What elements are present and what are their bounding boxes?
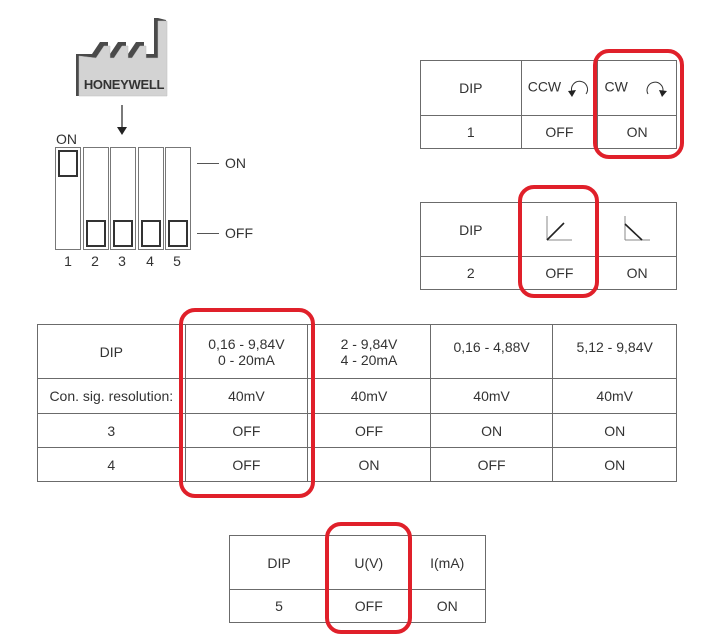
cell: 1	[420, 115, 522, 149]
cell: ON	[429, 413, 554, 448]
cell: OFF	[520, 256, 599, 290]
dip-switch-5[interactable]	[165, 147, 191, 250]
dip-switch-2[interactable]	[83, 147, 109, 250]
dip-switch-3[interactable]	[110, 147, 136, 250]
cell: ON	[552, 413, 677, 448]
cell: 3	[37, 413, 186, 448]
header-falling-slope	[597, 202, 677, 257]
cell: ON	[597, 115, 677, 149]
header-dip: DIP	[37, 324, 186, 379]
rotate-cw-icon	[646, 81, 667, 97]
header-dip: DIP	[420, 60, 522, 116]
cell: ON	[552, 447, 677, 482]
dip34-signal-table: DIP 0,16 - 9,84V 0 - 20mA 2 - 9,84V 4 - …	[37, 324, 677, 482]
off-legend-label: OFF	[225, 225, 253, 241]
dip-switch-1[interactable]	[55, 147, 81, 250]
factory-logo: HONEYWELL	[74, 16, 170, 98]
header-ccw: CCW	[520, 60, 599, 116]
dip-switch-4[interactable]	[138, 147, 164, 250]
switch-number: 3	[118, 253, 126, 269]
cell: OFF	[328, 589, 410, 623]
switch-knob	[58, 150, 78, 177]
switch-number: 4	[146, 253, 154, 269]
switch-1-on-label: ON	[56, 131, 77, 147]
factory-icon	[76, 18, 168, 97]
factory-label: HONEYWELL	[83, 77, 165, 92]
off-legend-line	[197, 233, 219, 234]
cell: ON	[307, 447, 431, 482]
on-legend-line	[197, 163, 219, 164]
cell: ON	[408, 589, 486, 623]
cell: OFF	[429, 447, 554, 482]
header-dip: DIP	[228, 535, 330, 590]
switch-knob	[86, 220, 106, 247]
dip1-rotation-table: DIP CCW CW 1 OFF ON	[420, 60, 677, 149]
dip2-slope-table: DIP 2 OFF ON	[420, 202, 677, 290]
cell: Con. sig. resolution:	[37, 378, 186, 414]
switch-number: 5	[173, 253, 181, 269]
switch-number: 2	[91, 253, 99, 269]
falling-slope-icon	[624, 216, 651, 241]
cell: 40mV	[429, 378, 554, 414]
arrow-down-icon	[117, 105, 127, 135]
cell: 40mV	[184, 378, 309, 414]
header-range-2: 2 - 9,84V 4 - 20mA	[307, 324, 431, 379]
cell: OFF	[184, 447, 309, 482]
rotate-ccw-icon	[568, 80, 589, 97]
header-cw: CW	[597, 60, 677, 116]
cell: 4	[37, 447, 186, 482]
switch-knob	[168, 220, 188, 247]
rising-slope-icon	[546, 216, 573, 241]
cell: 2	[420, 256, 522, 290]
header-range-1: 0,16 - 9,84V 0 - 20mA	[184, 324, 309, 379]
cell: 40mV	[307, 378, 431, 414]
cell: OFF	[184, 413, 309, 448]
cell: ON	[597, 256, 677, 290]
header-current: I(mA)	[408, 535, 486, 590]
header-dip: DIP	[420, 202, 522, 257]
header-range-3: 0,16 - 4,88V	[429, 324, 554, 379]
table-row: Con. sig. resolution: 40mV 40mV 40mV 40m…	[37, 378, 677, 414]
header-rising-slope	[520, 202, 599, 257]
cell: 5	[228, 589, 330, 623]
table-row: 4 OFF ON OFF ON	[37, 447, 677, 482]
on-legend-label: ON	[225, 155, 246, 171]
switch-number: 1	[64, 253, 72, 269]
header-range-4: 5,12 - 9,84V	[552, 324, 677, 379]
header-voltage: U(V)	[328, 535, 410, 590]
table-row: 3 OFF OFF ON ON	[37, 413, 677, 448]
switch-knob	[141, 220, 161, 247]
cell: OFF	[520, 115, 599, 149]
switch-knob	[113, 220, 133, 247]
cell: 40mV	[552, 378, 677, 414]
dip5-output-table: DIP U(V) I(mA) 5 OFF ON	[228, 535, 486, 623]
cell: OFF	[307, 413, 431, 448]
